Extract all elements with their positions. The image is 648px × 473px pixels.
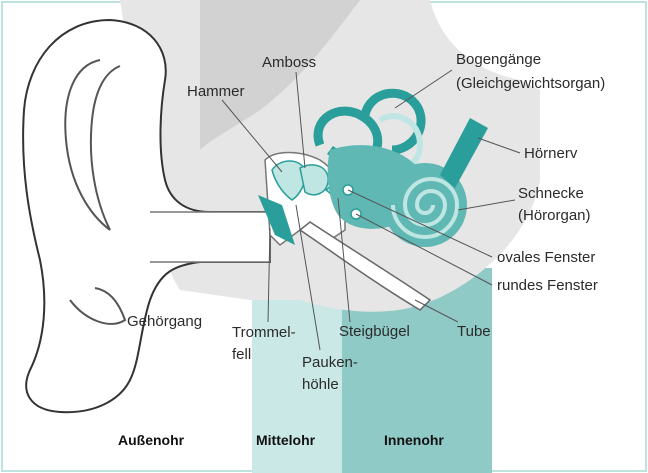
- label-paukenhoehle-2: höhle: [302, 376, 339, 393]
- label-hammer: Hammer: [187, 83, 245, 100]
- label-paukenhoehle-1: Pauken-: [302, 354, 358, 371]
- section-aussenohr: Außenohr: [118, 432, 185, 448]
- label-hoernerv: Hörnerv: [524, 145, 578, 162]
- label-bogengaenge: Bogengänge: [456, 51, 541, 68]
- label-ovales-fenster: ovales Fenster: [497, 249, 595, 266]
- ear-canal: [150, 212, 270, 262]
- section-innenohr: Innenohr: [384, 432, 444, 448]
- label-trommelfell-2: fell: [232, 346, 251, 363]
- label-steigbuegel: Steigbügel: [339, 323, 410, 340]
- anvil-bone: [300, 165, 328, 195]
- label-schnecke: Schnecke: [518, 185, 584, 202]
- label-gehoergang: Gehörgang: [127, 313, 202, 330]
- section-mittelohr: Mittelohr: [256, 432, 316, 448]
- label-trommelfell-1: Trommel-: [232, 324, 296, 341]
- label-rundes-fenster: rundes Fenster: [497, 277, 598, 294]
- label-bogengaenge-sub: (Gleichgewichtsorgan): [456, 75, 605, 92]
- label-schnecke-sub: (Hörorgan): [518, 207, 591, 224]
- label-tube: Tube: [457, 323, 491, 340]
- label-amboss: Amboss: [262, 54, 316, 71]
